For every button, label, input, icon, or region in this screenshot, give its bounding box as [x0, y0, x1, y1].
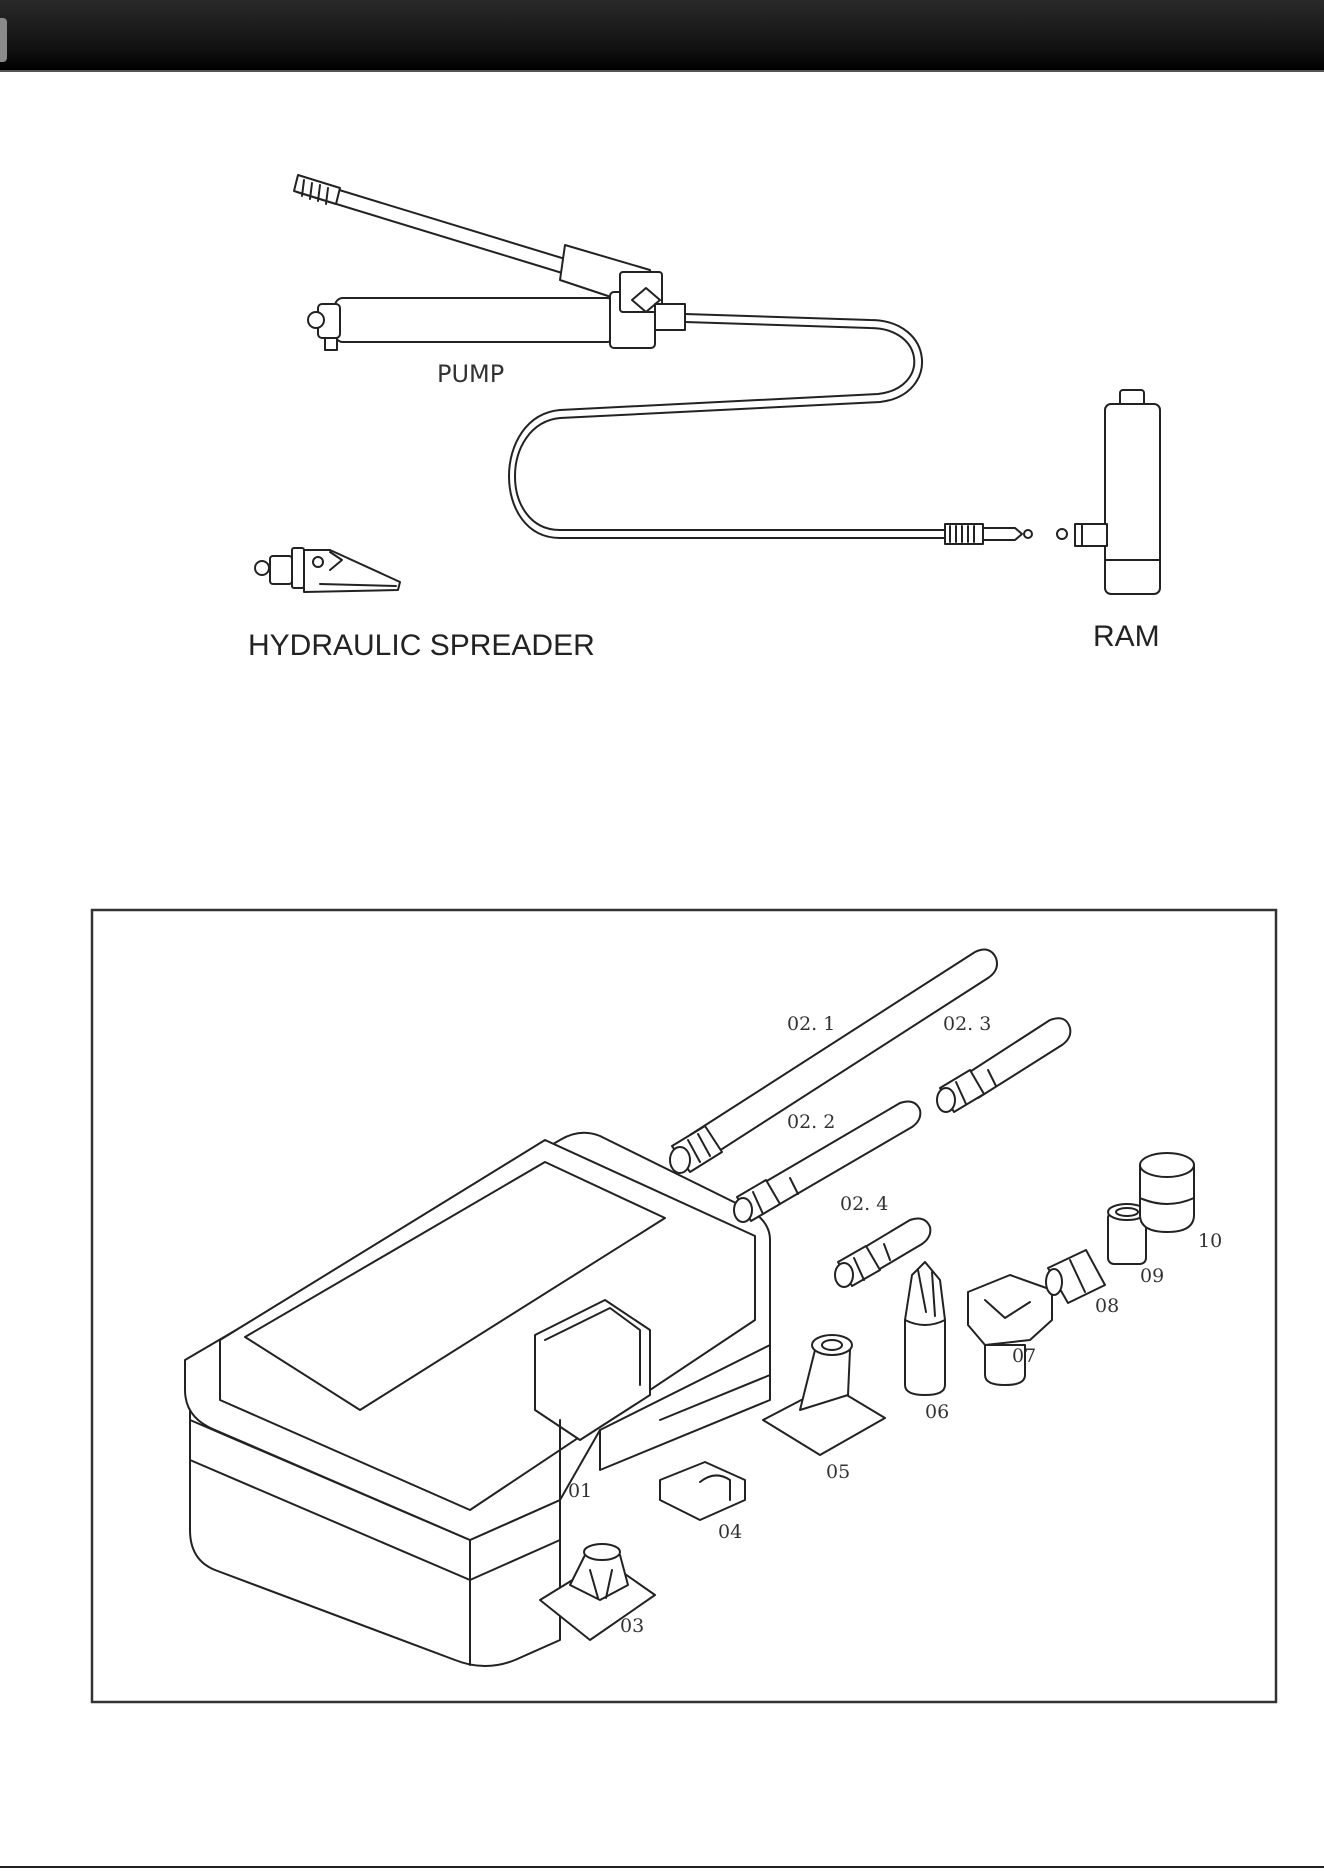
part-label-09: 09 — [1140, 1265, 1164, 1287]
part-label-02-4: 02. 4 — [840, 1193, 888, 1215]
part-label-08: 08 — [1095, 1295, 1119, 1317]
part-label-01: 01 — [568, 1480, 592, 1502]
carrying-case — [185, 1133, 770, 1666]
part-label-03: 03 — [620, 1615, 644, 1637]
bottom-rule — [0, 1866, 1324, 1868]
part-label-07: 07 — [1012, 1345, 1036, 1367]
pump-label: PUMP — [437, 360, 504, 388]
part-label-05: 05 — [826, 1461, 850, 1483]
part-label-02-3: 02. 3 — [943, 1013, 991, 1035]
part-label-02-2: 02. 2 — [787, 1111, 835, 1133]
hose-drawing — [509, 314, 1067, 544]
pump-drawing — [294, 175, 685, 350]
ram-label: RAM — [1093, 620, 1160, 653]
part-label-06: 06 — [925, 1401, 949, 1423]
part-label-02-1: 02. 1 — [787, 1013, 835, 1035]
part-label-10: 10 — [1198, 1230, 1222, 1252]
part-label-04: 04 — [718, 1521, 742, 1543]
spreader-label: HYDRAULIC SPREADER — [248, 629, 595, 662]
spreader-drawing — [255, 548, 400, 592]
ram-drawing — [1075, 390, 1160, 594]
